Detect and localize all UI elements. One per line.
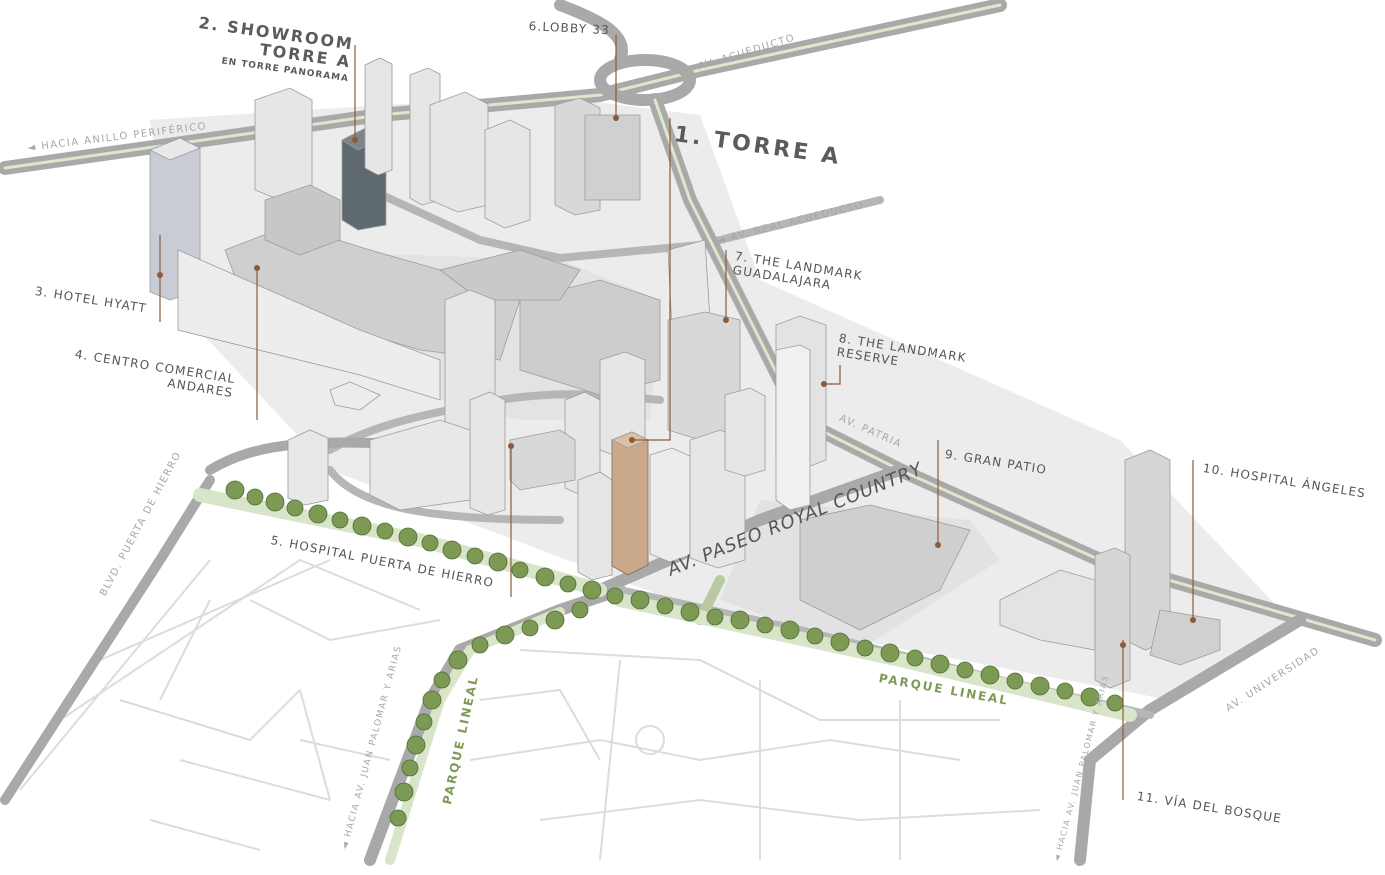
leader-dots xyxy=(157,115,1196,648)
road-paseo-royal xyxy=(594,464,906,596)
roundabout xyxy=(594,54,696,106)
buildings xyxy=(149,57,1221,689)
road-juan-palomar-right xyxy=(1074,614,1306,866)
road-puerta-de-hierro xyxy=(0,475,215,805)
trees xyxy=(225,480,1124,827)
torre-a-tower xyxy=(611,431,649,576)
leader-lines xyxy=(159,35,1194,800)
road-real-acueducto xyxy=(356,181,884,262)
residential-streets xyxy=(19,558,1041,861)
